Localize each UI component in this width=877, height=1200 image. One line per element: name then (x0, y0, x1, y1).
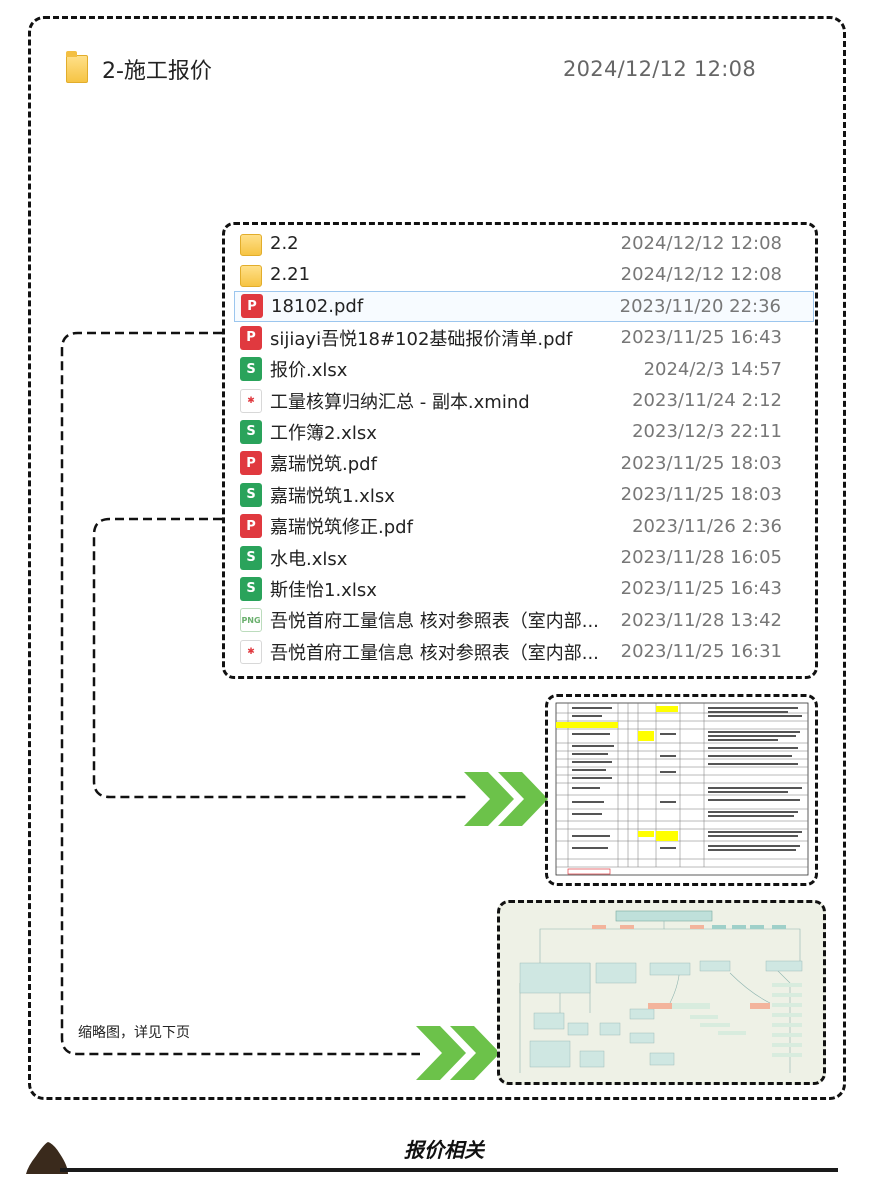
folder-name: 2-施工报价 (102, 59, 212, 84)
file-name: 2.2 (270, 233, 299, 254)
file-row[interactable]: ✱ 工量核算归纳汇总 - 副本.xmind 2023/11/24 2:12 (234, 385, 814, 416)
file-date: 2024/2/3 14:57 (643, 358, 782, 380)
file-row[interactable]: S 嘉瑞悦筑1.xlsx 2023/11/25 18:03 (234, 479, 814, 510)
file-date: 2023/11/25 16:43 (620, 578, 782, 600)
file-list-frame (222, 222, 818, 679)
file-date: 2023/11/25 16:31 (620, 641, 782, 663)
file-row[interactable]: S 水电.xlsx 2023/11/28 16:05 (234, 542, 814, 573)
spreadsheet-icon: S (240, 545, 262, 570)
folder-icon (240, 264, 262, 287)
file-row[interactable]: PNG 吾悦首府工量信息 核对参照表（室内部... 2023/11/28 13:42 (234, 605, 814, 636)
file-row[interactable]: S 报价.xlsx 2024/2/3 14:57 (234, 354, 814, 385)
file-name: sijiayi吾悦18#102基础报价清单.pdf (270, 328, 573, 350)
file-row[interactable]: P 嘉瑞悦筑.pdf 2023/11/25 18:03 (234, 448, 814, 479)
thumbnail-caption: 缩略图，详见下页 (78, 1025, 190, 1041)
file-name: 18102.pdf (271, 295, 364, 317)
spreadsheet-preview-graphic (555, 702, 809, 876)
spreadsheet-icon: S (240, 482, 262, 507)
pdf-icon: P (240, 325, 262, 350)
file-date: 2023/11/25 18:03 (620, 484, 782, 506)
file-row[interactable]: 2.21 2024/12/12 12:08 (234, 259, 814, 290)
folder-header[interactable]: 2-施工报价 2024/12/12 12:08 (66, 51, 756, 86)
file-row[interactable]: ✱ 吾悦首府工量信息 核对参照表（室内部... 2023/11/25 16:31 (234, 636, 814, 667)
spreadsheet-icon: S (240, 419, 262, 444)
file-row[interactable]: S 工作簿2.xlsx 2023/12/3 22:11 (234, 416, 814, 447)
file-date: 2023/11/25 18:03 (620, 452, 782, 474)
double-chevron-arrow-2 (416, 1026, 500, 1080)
pdf-icon: P (240, 451, 262, 476)
file-name: 嘉瑞悦筑1.xlsx (270, 485, 395, 507)
double-chevron-arrow-1 (464, 772, 548, 826)
file-name: 水电.xlsx (270, 548, 348, 570)
file-date: 2023/11/25 16:43 (620, 327, 782, 349)
png-icon: PNG (240, 608, 262, 633)
file-name: 嘉瑞悦筑修正.pdf (270, 517, 413, 539)
xmind-icon: ✱ (240, 388, 262, 413)
connector-line-2 (92, 517, 466, 799)
connector-line-1 (60, 331, 420, 1056)
section-title: 报价相关 (404, 1138, 484, 1162)
file-name: 报价.xlsx (270, 360, 348, 382)
spreadsheet-thumbnail[interactable] (545, 694, 818, 886)
file-row[interactable]: 2.2 2024/12/12 12:08 (234, 228, 814, 259)
file-row[interactable]: S 斯佳怡1.xlsx 2023/11/25 16:43 (234, 573, 814, 604)
mindmap-preview-graphic (519, 910, 803, 1073)
file-row[interactable]: P 嘉瑞悦筑修正.pdf 2023/11/26 2:36 (234, 511, 814, 542)
spreadsheet-icon: S (240, 357, 262, 382)
pdf-icon: P (241, 294, 263, 319)
file-date: 2024/12/12 12:08 (620, 233, 782, 254)
mountain-icon (26, 1142, 68, 1174)
mindmap-thumbnail[interactable] (497, 900, 826, 1085)
file-name: 嘉瑞悦筑.pdf (270, 454, 377, 476)
folder-icon (66, 51, 88, 83)
file-name: 工量核算归纳汇总 - 副本.xmind (270, 391, 530, 413)
spreadsheet-icon: S (240, 576, 262, 601)
file-date: 2023/11/28 13:42 (620, 609, 782, 631)
pdf-icon: P (240, 514, 262, 539)
file-date: 2023/11/20 22:36 (619, 295, 781, 317)
file-date: 2023/11/26 2:36 (632, 515, 782, 537)
footer-divider (60, 1168, 838, 1172)
outer-frame (28, 16, 846, 1100)
file-name: 工作簿2.xlsx (270, 422, 377, 444)
xmind-icon: ✱ (240, 639, 262, 664)
file-row[interactable]: P 18102.pdf 2023/11/20 22:36 (234, 290, 814, 322)
file-date: 2023/12/3 22:11 (632, 421, 782, 443)
file-name: 2.21 (270, 264, 311, 286)
file-name: 吾悦首府工量信息 核对参照表（室内部... (270, 642, 599, 664)
file-date: 2023/11/24 2:12 (632, 390, 782, 411)
file-name: 吾悦首府工量信息 核对参照表（室内部... (270, 611, 599, 633)
folder-icon (240, 233, 262, 256)
file-name: 斯佳怡1.xlsx (270, 579, 377, 601)
folder-date: 2024/12/12 12:08 (562, 57, 756, 81)
file-date: 2023/11/28 16:05 (620, 547, 782, 568)
file-date: 2024/12/12 12:08 (620, 264, 782, 286)
